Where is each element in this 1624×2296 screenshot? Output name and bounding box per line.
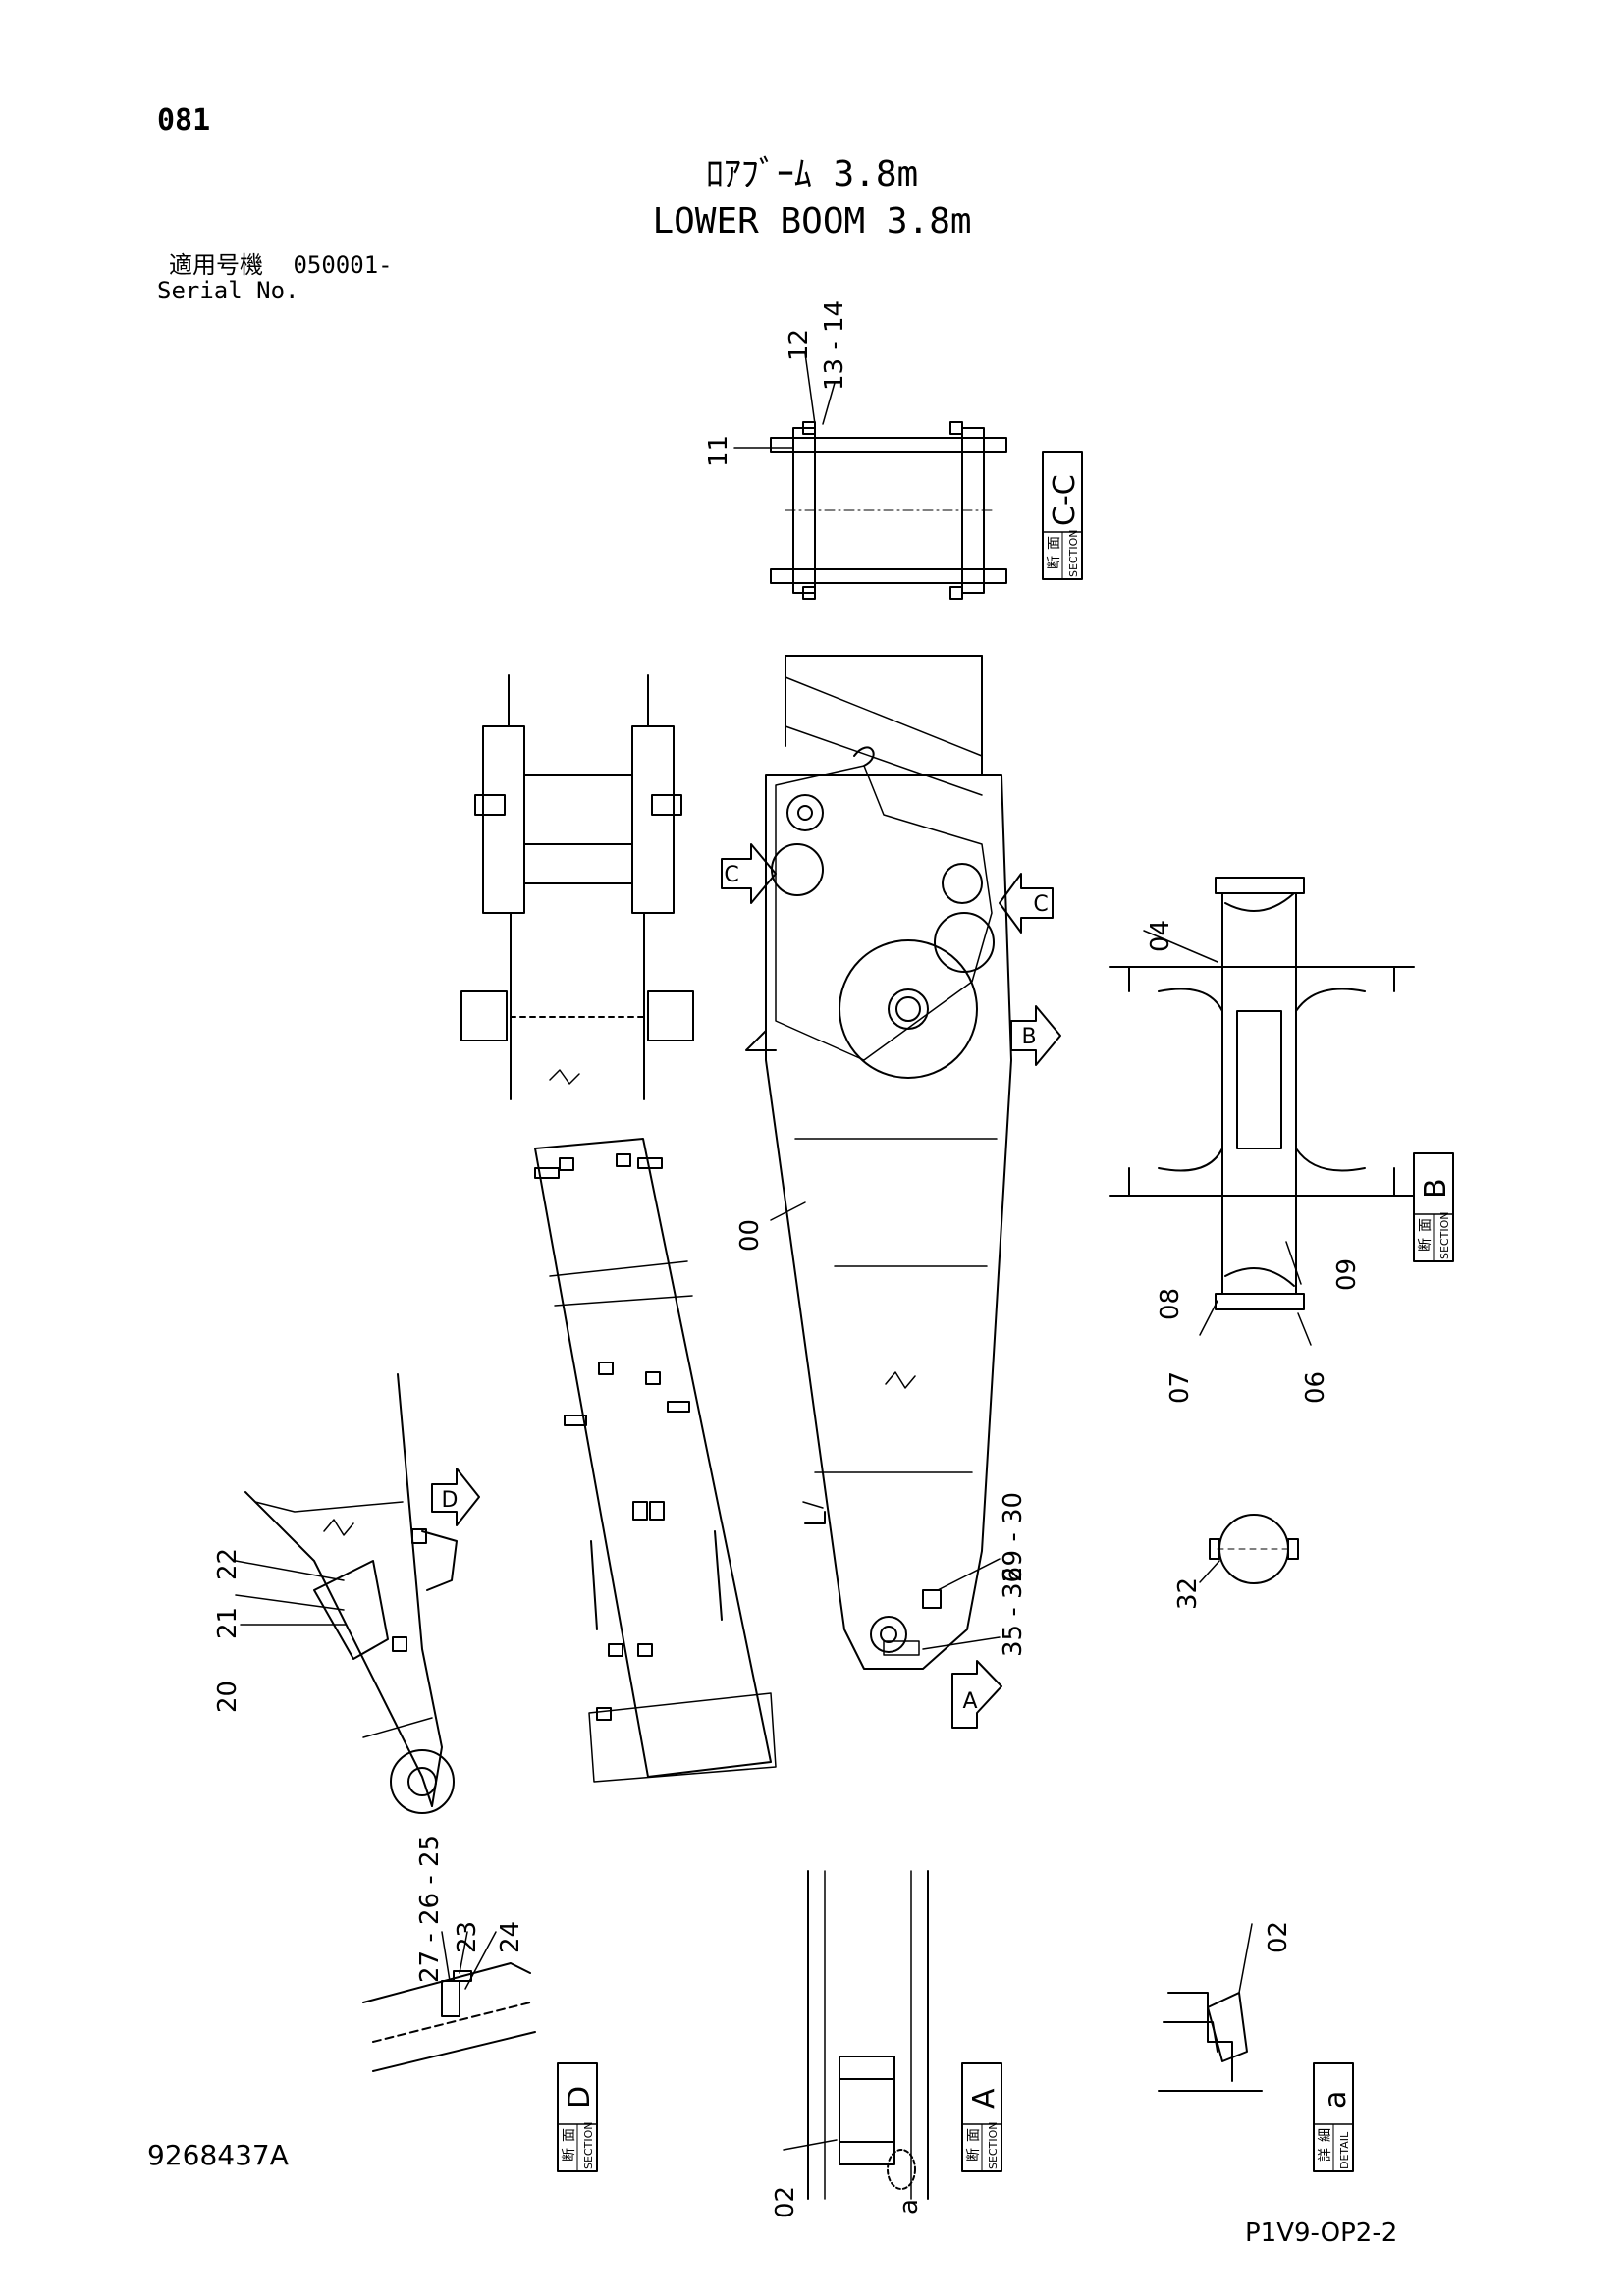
tag-cc-jp2: 面: [1047, 536, 1062, 550]
section-tag-cc: 断 面 SECTION C-C: [1042, 451, 1083, 580]
callout-00: 00: [735, 1219, 765, 1252]
page-reference: P1V9-OP2-2: [1245, 2218, 1398, 2248]
tag-a-en: SECTION: [987, 2122, 1000, 2169]
view-arrow-d: D: [431, 1468, 480, 1526]
callout-29-30: 29 - 30: [999, 1492, 1028, 1582]
callout-02-detail: 02: [1264, 1921, 1293, 1953]
section-tag-a: 断 面 SECTION A: [961, 2062, 1002, 2172]
callout-07: 07: [1165, 1371, 1195, 1404]
callout-21: 21: [213, 1607, 243, 1639]
callout-12: 12: [785, 329, 814, 361]
tag-a-jp1: 断: [966, 2148, 982, 2162]
leader-lines: [235, 352, 1312, 2151]
main-boom-view: [745, 655, 1012, 1670]
tag-a-jp2: 面: [966, 2128, 982, 2142]
view-arrow-a: A: [951, 1660, 1002, 1729]
detail-tag-a: 詳 細 DETAIL a: [1313, 2062, 1354, 2172]
serial-value: 050001-: [293, 251, 393, 279]
callout-23: 23: [453, 1921, 482, 1953]
callout-11: 11: [704, 435, 733, 467]
tag-detail-jp2: 細: [1318, 2128, 1333, 2142]
side-view-lower-left: [244, 1373, 458, 1814]
tag-b-jp1: 断: [1418, 1238, 1434, 1252]
tag-d-en: SECTION: [582, 2122, 595, 2169]
view-arrow-b: B: [1010, 1005, 1061, 1066]
tag-cc-en: SECTION: [1067, 530, 1080, 577]
callout-02-section: 02: [771, 2186, 800, 2218]
tag-d-jp1: 断: [562, 2148, 577, 2162]
title-japanese: ﾛｱﾌﾞｰﾑ 3.8m: [705, 154, 919, 194]
serial-label-jp: 適用号機: [169, 251, 263, 279]
tag-d-letter: D: [563, 2086, 597, 2109]
tag-cc-jp1: 断: [1047, 556, 1062, 569]
section-tag-b: 断 面 SECTION B: [1413, 1152, 1454, 1262]
tag-b-jp2: 面: [1418, 1218, 1434, 1232]
section-tag-d: 断 面 SECTION D: [557, 2062, 598, 2172]
callout-detail-mark: a: [894, 2199, 924, 2215]
section-b-view: [1109, 877, 1415, 1310]
document-number: 9268437A: [147, 2139, 289, 2171]
tag-b-en: SECTION: [1438, 1212, 1451, 1259]
callout-24: 24: [496, 1921, 525, 1953]
plan-view: [534, 1138, 777, 1783]
tag-cc-letter: C-C: [1048, 474, 1082, 526]
tag-detail-letter: a: [1319, 2091, 1353, 2109]
callout-32: 32: [1173, 1577, 1203, 1610]
tag-b-letter: B: [1419, 1178, 1453, 1199]
callout-06: 06: [1301, 1371, 1330, 1404]
arrow-letter-c-left: C: [724, 863, 738, 887]
arrow-letter-a: A: [962, 1689, 977, 1714]
title-english: LOWER BOOM 3.8m: [652, 201, 972, 241]
serial-label-en: Serial No.: [157, 277, 299, 304]
detail-a-view: [1158, 1992, 1263, 2092]
callout-22: 22: [213, 1548, 243, 1580]
side-view-upper: [460, 674, 694, 1100]
section-d-view: [362, 1962, 536, 2072]
section-cc-view: [770, 421, 1007, 600]
callout-35-36: 35 - 36: [999, 1567, 1028, 1657]
callout-20: 20: [213, 1681, 243, 1713]
callout-08: 08: [1156, 1288, 1185, 1320]
callout-27-26-25: 27 - 26 - 25: [415, 1835, 445, 1983]
tag-detail-en: DETAIL: [1338, 2131, 1351, 2169]
arrow-letter-b: B: [1021, 1025, 1036, 1049]
arrow-letter-d: D: [442, 1488, 459, 1513]
serial-line: 適用号機 050001-: [169, 253, 393, 277]
callout-09: 09: [1332, 1258, 1362, 1291]
arrow-letter-c-right: C: [1033, 892, 1048, 917]
pin-detail-32: [1209, 1514, 1299, 1584]
tag-detail-jp1: 詳: [1318, 2148, 1333, 2162]
view-arrow-c-right: C: [999, 873, 1054, 934]
tag-d-jp2: 面: [562, 2128, 577, 2142]
tag-a-letter: A: [967, 2088, 1001, 2109]
callout-04: 04: [1146, 920, 1175, 952]
view-arrow-c-left: C: [721, 843, 777, 904]
page-number: 081: [157, 103, 211, 137]
section-a-view: [807, 1870, 929, 2200]
callout-13-14: 13 - 14: [820, 300, 849, 391]
